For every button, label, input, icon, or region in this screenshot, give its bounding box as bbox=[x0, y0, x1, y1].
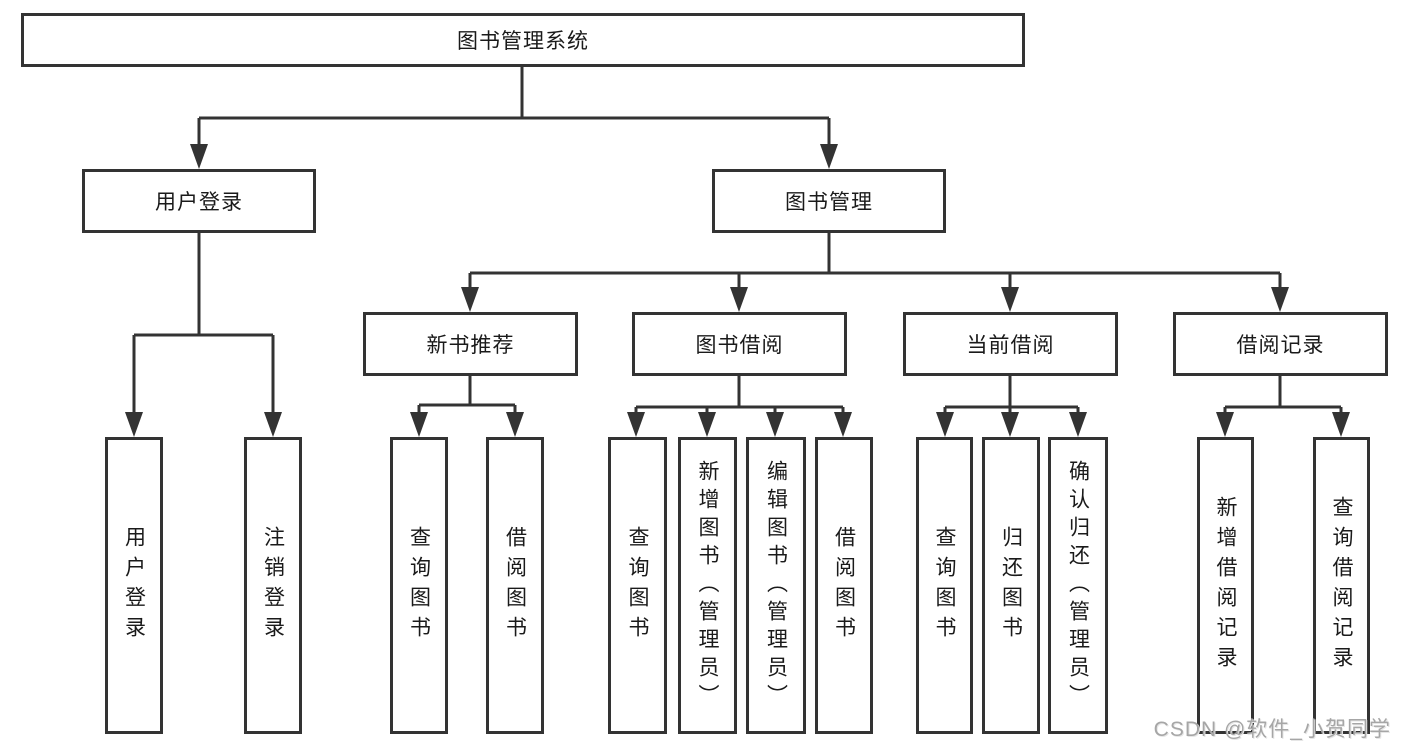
leaf-borrow-books: 借阅图书 bbox=[815, 437, 873, 734]
leaf-user-login: 用户登录 bbox=[105, 437, 163, 734]
arrowhead bbox=[730, 287, 748, 312]
leaf-add-books-admin-label: 新增图书（管理员） bbox=[696, 459, 719, 712]
leaf-rec-borrow-books-label: 借阅图书 bbox=[503, 525, 527, 646]
arrowhead bbox=[461, 287, 479, 312]
leaf-confirm-return-admin-label: 确认归还（管理员） bbox=[1066, 459, 1090, 712]
node-root-label: 图书管理系统 bbox=[457, 30, 589, 53]
arrowhead bbox=[1069, 412, 1087, 437]
node-book-borrow: 图书借阅 bbox=[632, 312, 847, 376]
arrowhead bbox=[1216, 412, 1234, 437]
arrowhead bbox=[264, 412, 282, 437]
connector-current-borrow-to-leaves bbox=[936, 376, 1087, 437]
leaf-query-borrow-record-label: 查询借阅记录 bbox=[1330, 495, 1353, 676]
leaf-rec-borrow-books: 借阅图书 bbox=[486, 437, 544, 734]
leaf-rec-query-books: 查询图书 bbox=[390, 437, 448, 734]
arrowhead bbox=[834, 412, 852, 437]
leaf-current-query-books-label: 查询图书 bbox=[933, 525, 956, 646]
arrowhead bbox=[766, 412, 784, 437]
node-borrow-records-label: 借阅记录 bbox=[1236, 334, 1325, 357]
leaf-return-books: 归还图书 bbox=[982, 437, 1040, 734]
leaf-borrow-books-label: 借阅图书 bbox=[832, 525, 856, 646]
leaf-edit-books-admin-label: 编辑图书（管理员） bbox=[764, 459, 788, 712]
leaf-add-books-admin: 新增图书（管理员） bbox=[678, 437, 737, 734]
node-new-book-rec-label: 新书推荐 bbox=[426, 334, 515, 357]
leaf-logout: 注销登录 bbox=[244, 437, 302, 734]
csdn-watermark: CSDN @软件_小贺同学 bbox=[1153, 718, 1391, 741]
node-current-borrow: 当前借阅 bbox=[903, 312, 1118, 376]
leaf-borrow-query-books: 查询图书 bbox=[608, 437, 667, 734]
arrowhead bbox=[936, 412, 954, 437]
leaf-borrow-query-books-label: 查询图书 bbox=[626, 525, 649, 646]
leaf-add-borrow-record: 新增借阅记录 bbox=[1197, 437, 1254, 734]
arrowhead bbox=[820, 144, 838, 169]
leaf-query-borrow-record: 查询借阅记录 bbox=[1313, 437, 1370, 734]
node-current-borrow-label: 当前借阅 bbox=[966, 334, 1055, 357]
connector-root-to-level2 bbox=[190, 67, 838, 169]
leaf-current-query-books: 查询图书 bbox=[916, 437, 973, 734]
leaf-return-books-label: 归还图书 bbox=[999, 525, 1023, 646]
node-user-login-label: 用户登录 bbox=[155, 191, 243, 214]
leaf-confirm-return-admin: 确认归还（管理员） bbox=[1048, 437, 1108, 734]
leaf-rec-query-books-label: 查询图书 bbox=[407, 525, 431, 646]
leaf-add-borrow-record-label: 新增借阅记录 bbox=[1214, 495, 1237, 676]
node-root: 图书管理系统 bbox=[21, 13, 1025, 67]
node-book-mgmt: 图书管理 bbox=[712, 169, 946, 233]
connector-borrow-records-to-leaves bbox=[1216, 376, 1350, 437]
connector-book-borrow-to-leaves bbox=[627, 376, 852, 437]
leaf-edit-books-admin: 编辑图书（管理员） bbox=[746, 437, 806, 734]
arrowhead bbox=[190, 144, 208, 169]
arrowhead bbox=[410, 412, 428, 437]
connector-user-login-to-leaves bbox=[125, 233, 282, 437]
arrowhead bbox=[698, 412, 716, 437]
arrowhead bbox=[506, 412, 524, 437]
node-user-login: 用户登录 bbox=[82, 169, 316, 233]
leaf-user-login-label: 用户登录 bbox=[122, 525, 146, 646]
connector-new-book-rec-to-leaves bbox=[410, 376, 524, 437]
node-new-book-rec: 新书推荐 bbox=[363, 312, 578, 376]
connector-book-mgmt-to-level3 bbox=[461, 232, 1289, 312]
arrowhead bbox=[1001, 287, 1019, 312]
node-book-mgmt-label: 图书管理 bbox=[785, 191, 873, 214]
arrowhead bbox=[1001, 412, 1019, 437]
arrowhead bbox=[1332, 412, 1350, 437]
arrowhead bbox=[125, 412, 143, 437]
node-book-borrow-label: 图书借阅 bbox=[695, 334, 784, 357]
arrowhead bbox=[1271, 287, 1289, 312]
arrowhead bbox=[627, 412, 645, 437]
leaf-logout-label: 注销登录 bbox=[261, 525, 285, 646]
node-borrow-records: 借阅记录 bbox=[1173, 312, 1388, 376]
